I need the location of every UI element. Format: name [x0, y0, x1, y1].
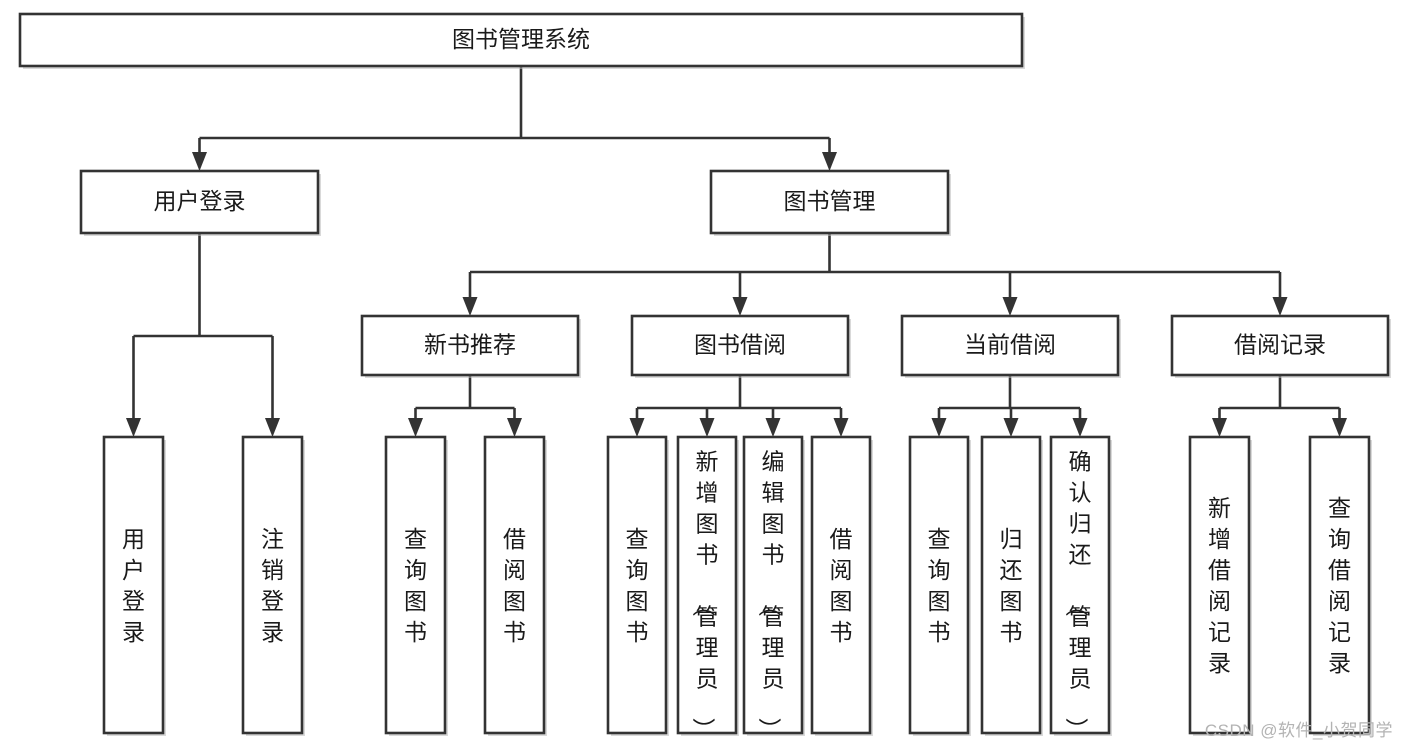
edge-group-root [192, 66, 837, 171]
node-leaf-borrow-query[interactable]: 查询图书 [606, 435, 669, 736]
node-leaf-current-confirm[interactable]: 确认归还（管理员） [1049, 435, 1112, 741]
node-box [810, 435, 872, 735]
edge-group-bookmgmt [462, 233, 1288, 316]
node-leaf-new-borrow[interactable]: 借阅图书 [483, 435, 547, 736]
node-box [483, 435, 546, 735]
node-box [676, 435, 738, 735]
node-label: 图书管理 [784, 188, 876, 214]
node-leaf-user-login[interactable]: 用户登录 [102, 435, 166, 736]
nodes-layer: 图书管理系统用户登录图书管理新书推荐图书借阅当前借阅借阅记录用户登录注销登录查询… [18, 12, 1391, 741]
node-label: 编辑图书（管理员） [757, 449, 785, 741]
node-label: 借阅图书 [830, 526, 853, 645]
edges-layer [126, 66, 1347, 437]
edge-group-current [931, 375, 1088, 437]
node-label: 新增借阅记录 [1208, 495, 1231, 676]
node-leaf-borrow-lend[interactable]: 借阅图书 [810, 435, 873, 736]
node-login[interactable]: 用户登录 [79, 169, 321, 236]
node-label: 图书借阅 [694, 332, 786, 358]
node-label: 新增图书（管理员） [691, 449, 719, 741]
node-record[interactable]: 借阅记录 [1170, 314, 1391, 378]
node-root[interactable]: 图书管理系统 [18, 12, 1025, 69]
node-leaf-current-query[interactable]: 查询图书 [908, 435, 971, 736]
node-label: 图书管理系统 [452, 26, 590, 52]
node-box [709, 169, 950, 235]
node-leaf-record-add[interactable]: 新增借阅记录 [1188, 435, 1252, 736]
node-box [980, 435, 1042, 735]
node-leaf-current-return[interactable]: 归还图书 [980, 435, 1043, 736]
node-leaf-borrow-edit[interactable]: 编辑图书（管理员） [742, 435, 805, 741]
edge-group-borrow [629, 375, 849, 437]
edge-group-record [1212, 375, 1347, 437]
node-box [1170, 314, 1390, 377]
edge-group-login [126, 233, 280, 437]
node-box [102, 435, 165, 735]
node-box [1049, 435, 1111, 735]
node-label: 查询图书 [928, 526, 951, 645]
node-leaf-borrow-add[interactable]: 新增图书（管理员） [676, 435, 739, 741]
node-box [18, 12, 1024, 68]
node-borrow[interactable]: 图书借阅 [630, 314, 851, 378]
node-label: 用户登录 [122, 526, 145, 645]
node-box [360, 314, 580, 377]
node-label: 查询借阅记录 [1328, 495, 1351, 676]
node-box [79, 169, 320, 235]
node-box [908, 435, 970, 735]
node-box [900, 314, 1120, 377]
node-newbook[interactable]: 新书推荐 [360, 314, 581, 378]
node-current[interactable]: 当前借阅 [900, 314, 1121, 378]
node-box [241, 435, 304, 735]
node-box [742, 435, 804, 735]
node-label: 注销登录 [261, 526, 284, 645]
node-box [1188, 435, 1251, 735]
node-label: 借阅记录 [1234, 332, 1326, 358]
node-box [1308, 435, 1371, 735]
node-label: 查询图书 [626, 526, 649, 645]
node-leaf-record-query[interactable]: 查询借阅记录 [1308, 435, 1372, 736]
node-label: 归还图书 [1000, 526, 1023, 645]
node-label: 确认归还（管理员） [1064, 449, 1092, 741]
node-bookmgmt[interactable]: 图书管理 [709, 169, 951, 236]
node-label: 新书推荐 [424, 332, 516, 358]
node-label: 当前借阅 [964, 332, 1056, 358]
node-label: 借阅图书 [503, 526, 526, 645]
node-box [606, 435, 668, 735]
edge-group-newbook [408, 375, 522, 437]
node-label: 用户登录 [154, 188, 246, 214]
node-leaf-user-logout[interactable]: 注销登录 [241, 435, 305, 736]
node-leaf-new-query[interactable]: 查询图书 [384, 435, 448, 736]
node-box [384, 435, 447, 735]
node-box [630, 314, 850, 377]
node-label: 查询图书 [404, 526, 427, 645]
